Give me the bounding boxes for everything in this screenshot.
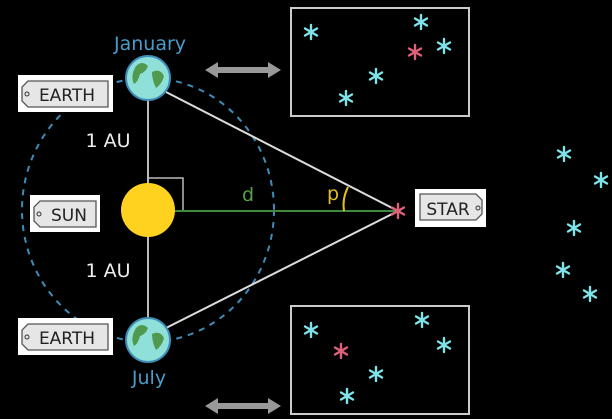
au-label-bottom: 1 AU [85, 260, 130, 282]
parallax-angle-arc [342, 186, 349, 212]
svg-text:EARTH: EARTH [39, 86, 95, 106]
tag-earth-top: EARTH [18, 75, 113, 112]
earth-july [125, 317, 171, 363]
au-label-top: 1 AU [85, 130, 130, 152]
tag-sun: SUN [30, 195, 100, 232]
svg-text:SUN: SUN [51, 206, 87, 226]
july-label: July [131, 367, 166, 389]
sightline-january [165, 91, 399, 212]
january-label: January [113, 33, 186, 55]
parallax-label: p [327, 183, 339, 205]
sightline-july [165, 210, 399, 329]
double-arrow-top-icon [205, 62, 281, 78]
svg-text:EARTH: EARTH [39, 329, 95, 349]
july-view-box [290, 305, 470, 415]
tag-star: STAR [415, 189, 486, 227]
january-view-box [290, 7, 470, 117]
tag-earth-bottom: EARTH [18, 318, 113, 355]
distance-label: d [242, 184, 254, 206]
sun [121, 183, 175, 237]
earth-january [125, 55, 171, 101]
double-arrow-bottom-icon [205, 398, 281, 414]
background-stars [555, 145, 609, 303]
right-angle-marker [148, 177, 184, 210]
svg-text:STAR: STAR [426, 200, 469, 220]
